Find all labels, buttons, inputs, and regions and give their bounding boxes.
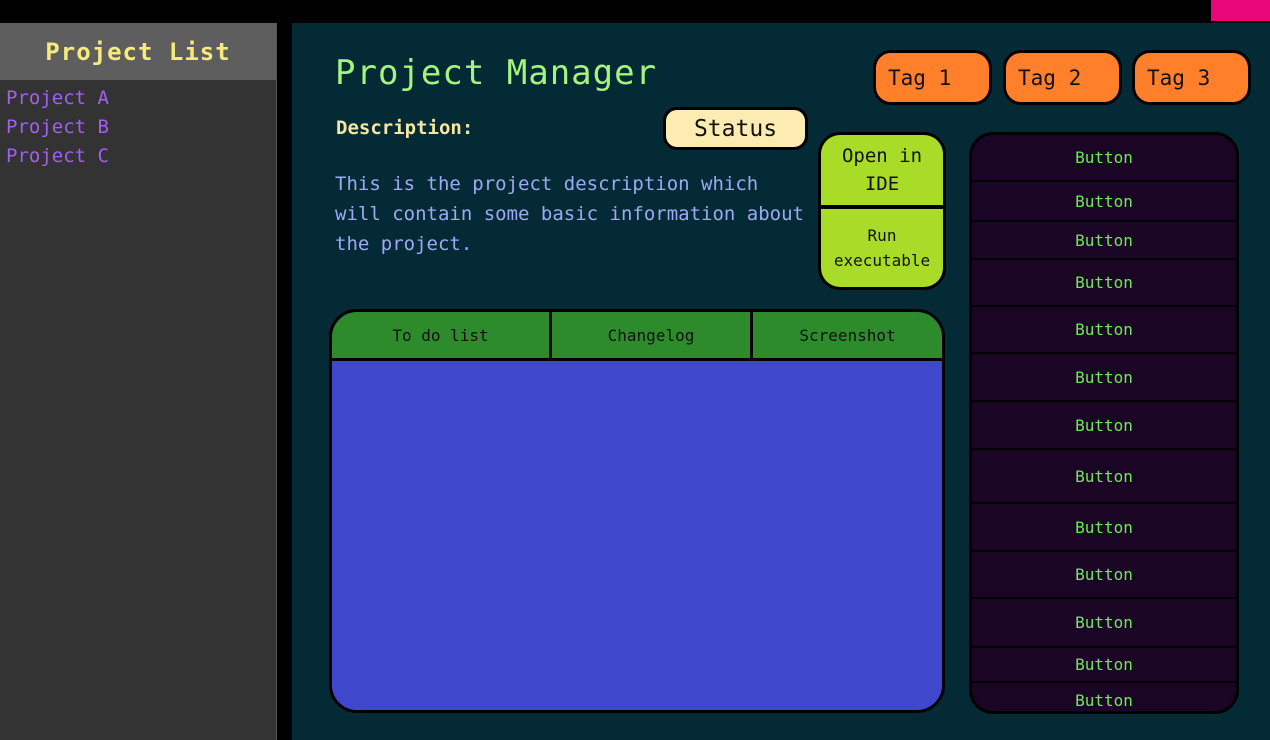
tab-screenshot[interactable]: Screenshot [753, 312, 942, 358]
description-text: This is the project description which wi… [335, 173, 804, 255]
page-title: Project Manager [335, 53, 658, 93]
sidebar-item-project-b[interactable]: Project B [6, 116, 109, 138]
column-button-1[interactable]: Button [972, 135, 1236, 180]
column-button-10[interactable]: Button [972, 552, 1236, 597]
action-button-group: Open in IDE Run executable [818, 132, 946, 290]
column-button-13[interactable]: Button [972, 683, 1236, 711]
column-button-11[interactable]: Button [972, 599, 1236, 646]
tab-content-area [332, 361, 942, 710]
column-button-9[interactable]: Button [972, 504, 1236, 550]
open-in-ide-button[interactable]: Open in IDE [821, 135, 943, 205]
project-list: Project A Project B Project C [0, 80, 276, 171]
corner-indicator [1211, 0, 1270, 21]
column-button-2[interactable]: Button [972, 182, 1236, 220]
tag-2-button[interactable]: Tag 2 [1003, 50, 1122, 105]
column-button-3[interactable]: Button [972, 222, 1236, 258]
sidebar-item-project-a[interactable]: Project A [6, 87, 109, 109]
description-label: Description: [336, 117, 474, 139]
sidebar: Project List Project A Project B Project… [0, 23, 277, 740]
main-panel: Project Manager Tag 1 Tag 2 Tag 3 Descri… [292, 23, 1270, 740]
sidebar-item-project-c[interactable]: Project C [6, 145, 109, 167]
column-button-12[interactable]: Button [972, 648, 1236, 681]
column-button-7[interactable]: Button [972, 402, 1236, 448]
tab-changelog[interactable]: Changelog [552, 312, 750, 358]
tab-strip: To do list Changelog Screenshot [332, 312, 942, 361]
tab-to-do-list[interactable]: To do list [332, 312, 549, 358]
button-column: Button Button Button Button Button Butto… [969, 132, 1239, 714]
tag-1-button[interactable]: Tag 1 [873, 50, 992, 105]
run-executable-button[interactable]: Run executable [821, 209, 943, 287]
column-button-8[interactable]: Button [972, 450, 1236, 502]
column-button-4[interactable]: Button [972, 260, 1236, 305]
sidebar-title: Project List [0, 23, 276, 80]
tag-3-button[interactable]: Tag 3 [1132, 50, 1251, 105]
status-badge: Status [663, 107, 808, 150]
column-button-6[interactable]: Button [972, 354, 1236, 400]
tab-panel: To do list Changelog Screenshot [329, 309, 945, 713]
column-button-5[interactable]: Button [972, 307, 1236, 352]
